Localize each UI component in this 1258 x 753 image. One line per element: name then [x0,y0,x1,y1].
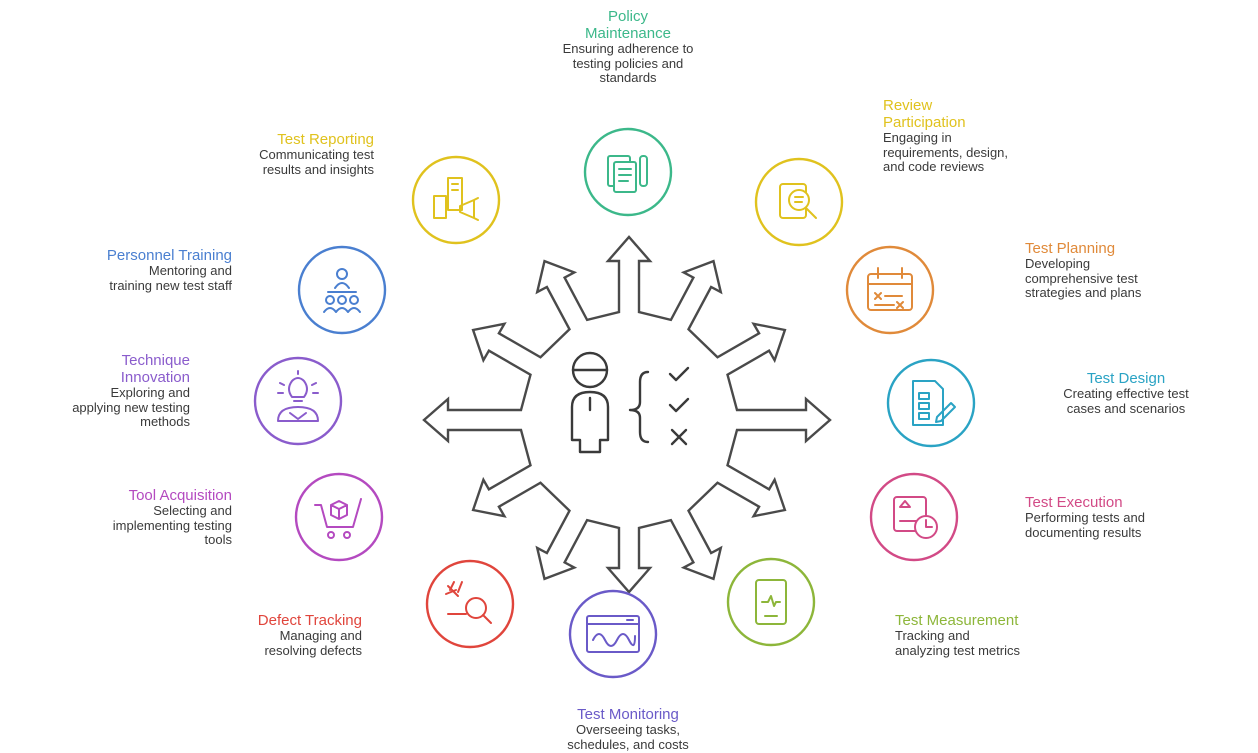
node-description: Creating effective test [1063,386,1189,401]
node-technique [253,356,343,446]
node-defect [425,559,515,649]
node-circle [886,358,976,448]
node-title: Technique [121,352,190,369]
node-circle [568,589,658,679]
node-circle [297,245,387,335]
node-description: standards [599,70,657,85]
node-description: Performing tests and [1025,510,1145,525]
node-measurement [726,557,816,647]
node-description: requirements, design, [883,144,1009,160]
node-title: Policy [607,8,648,25]
node-description: Mentoring and [148,263,232,278]
node-title: Maintenance [585,25,671,42]
node-title: Test Reporting [277,131,374,148]
cart-package-icon [314,498,362,539]
tester-checklist-icon [570,351,690,454]
node-title: Personnel Training [106,247,232,264]
metrics-tablet-icon [755,579,787,625]
node-description: Selecting and [153,503,232,518]
node-description: analyzing test metrics [895,642,1020,658]
node-description: documenting results [1025,524,1142,540]
node-description: results and insights [262,161,374,177]
node-reporting [411,155,501,245]
node-description: Engaging in [883,130,952,145]
node-description: testing policies and [572,55,684,71]
node-description: Ensuring adherence to [562,41,694,56]
node-circle [869,472,959,562]
node-execution [869,472,959,562]
node-description: Exploring and [110,385,191,400]
node-description: training new test staff [109,277,232,293]
calendar-plan-icon [867,267,913,311]
node-description: and code reviews [883,159,985,174]
hub-arrows [422,235,832,594]
node-description: cases and scenarios [1066,400,1186,416]
node-title: Test Measurement [895,612,1019,629]
node-description: Tracking and [895,628,970,643]
node-circle [726,557,816,647]
policy-documents-icon [607,155,648,193]
node-title: Participation [883,114,966,131]
node-tool [294,472,384,562]
node-monitoring [568,589,658,679]
node-description: strategies and plans [1025,285,1142,300]
node-description: Developing [1025,256,1091,271]
node-title: Test Execution [1025,494,1123,511]
review-magnifier-icon [779,183,817,219]
node-description: Managing and [279,628,362,643]
team-training-icon [323,268,361,313]
node-title: Test Design [1086,370,1166,387]
node-title: Review [883,97,933,114]
node-description: comprehensive test [1025,270,1138,286]
node-title: Test Monitoring [577,706,679,723]
node-title: Test Planning [1025,240,1116,257]
monitor-waveform-icon [586,615,640,653]
node-description: schedules, and costs [567,736,689,752]
node-title: Defect Tracking [257,612,362,629]
report-megaphone-icon [433,177,479,221]
node-description: resolving defects [264,642,362,658]
node-title: Innovation [120,369,190,386]
node-description: applying new testing [72,399,190,415]
node-review [754,157,844,247]
node-design [886,358,976,448]
lightbulb-person-icon [277,370,319,422]
node-description: methods [140,414,190,429]
design-document-icon [912,380,956,426]
execution-clock-icon [893,496,938,539]
node-description: tools [204,532,232,547]
node-policy [583,127,673,217]
node-circle [411,155,501,245]
node-description: Communicating test [259,147,374,162]
node-description: Overseeing tasks, [575,722,681,737]
node-circle [845,245,935,335]
node-planning [845,245,935,335]
bug-search-icon [445,581,492,624]
node-training [297,245,387,335]
node-circle [425,559,515,649]
node-title: Tool Acquisition [128,487,232,504]
node-description: implementing testing [112,517,232,533]
